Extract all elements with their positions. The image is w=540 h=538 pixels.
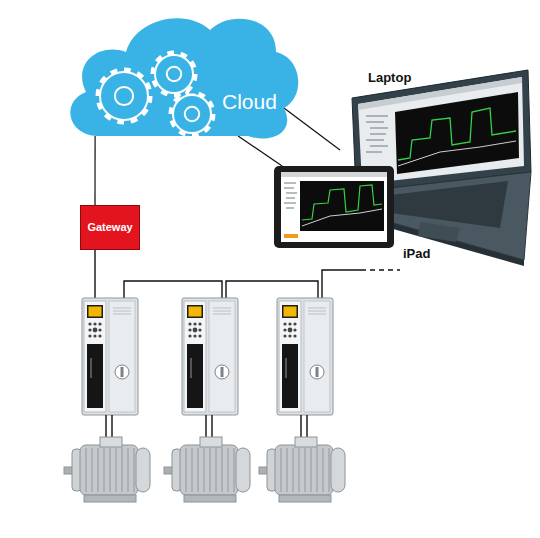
motor-wire-part <box>301 415 307 437</box>
bus-wire-part <box>226 281 318 298</box>
gear-icon <box>99 71 150 122</box>
laptop-illustration-part <box>374 181 508 228</box>
gear-teeth <box>154 54 195 95</box>
ipad-illustration <box>274 166 394 248</box>
gear-teeth <box>99 71 150 122</box>
bus-wire-part <box>322 270 366 298</box>
gateway-box: Gateway <box>80 205 140 250</box>
gear-body <box>155 55 193 93</box>
ipad-illustration-part <box>274 166 394 248</box>
gear-teeth <box>172 94 213 135</box>
motor-wire <box>106 415 307 437</box>
ipad-illustration-part <box>281 172 387 242</box>
connector-line <box>238 136 282 166</box>
bus-wire-part <box>124 281 222 298</box>
drive-row-part <box>82 298 138 415</box>
gear-body <box>173 95 211 133</box>
cloud-outline <box>58 4 302 138</box>
connector-line <box>94 136 95 205</box>
bus-wire <box>95 250 400 298</box>
bus-wire-part <box>370 269 400 270</box>
bus-wire-part <box>94 250 95 298</box>
node-label: Laptop <box>368 70 411 85</box>
laptop-illustration-part <box>398 108 516 160</box>
ipad-illustration-part <box>300 181 384 231</box>
drive-row-part <box>182 298 238 415</box>
laptop-illustration-part <box>366 116 388 152</box>
gear-hub <box>115 87 133 105</box>
motor-row-part <box>164 437 250 502</box>
gear-body <box>100 72 148 120</box>
node-label: Cloud <box>222 90 277 114</box>
ipad-illustration-part <box>281 172 387 177</box>
laptop-illustration-part <box>418 222 460 242</box>
motor-row <box>64 437 345 502</box>
ipad-illustration-part <box>302 209 382 226</box>
gear-hub <box>185 107 199 121</box>
gear-hub <box>167 67 181 81</box>
motor-wire-part <box>106 415 112 437</box>
connector-line <box>284 108 340 150</box>
motor-row-part <box>64 437 150 502</box>
ipad-illustration-part <box>284 234 298 238</box>
motor-wire-part <box>206 415 212 437</box>
cloud-shape: Cloud <box>58 4 302 138</box>
drive-row <box>82 298 333 415</box>
ipad-illustration-part <box>284 183 297 208</box>
drive-row-part <box>277 298 333 415</box>
motor-row-part <box>259 437 345 502</box>
gear-icon <box>154 54 195 95</box>
ipad-device: iPad <box>274 166 436 262</box>
laptop-illustration-part <box>395 92 519 174</box>
node-label: iPad <box>403 246 430 261</box>
cloud-fill <box>70 18 298 138</box>
node-label: Gateway <box>87 221 132 234</box>
laptop-illustration-part <box>398 141 516 166</box>
gear-icon <box>172 94 213 135</box>
laptop-device: Laptop <box>340 66 536 276</box>
